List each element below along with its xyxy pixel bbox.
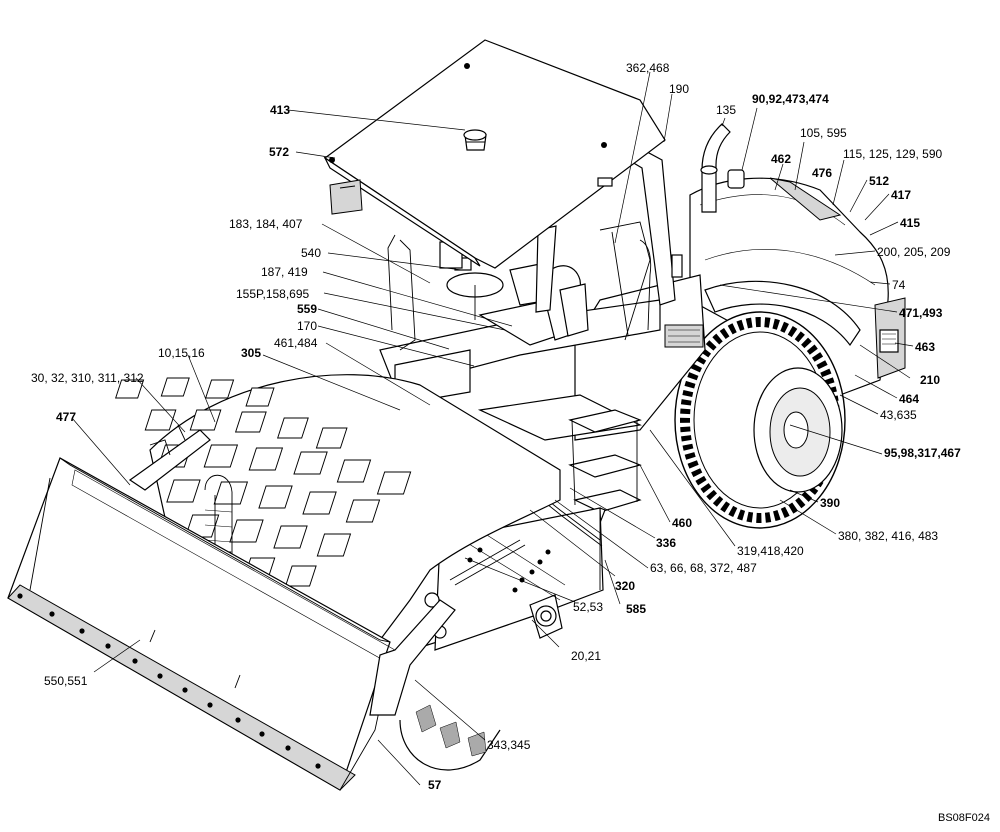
callout-10-15-16: 10,15,16 [158,346,205,360]
callout-572: 572 [269,145,289,159]
callout-471-493: 471,493 [899,306,943,320]
callout-183-184-407: 183, 184, 407 [229,217,303,231]
callout-155p-158-695: 155P,158,695 [236,287,310,301]
callout-43-635: 43,635 [880,408,917,422]
callout-200-205-209: 200, 205, 209 [877,245,951,259]
leader-lines [71,71,914,786]
callout-463: 463 [915,340,935,354]
callout-labels: 413 572 183, 184, 407 540 187, 419 155P,… [31,61,961,792]
compactor-illustration [7,39,906,791]
callout-105-595: 105, 595 [800,126,847,140]
callout-90-92-473-474: 90,92,473,474 [752,92,829,106]
callout-390: 390 [820,496,840,510]
callout-30-32-310-311-312: 30, 32, 310, 311, 312 [31,371,144,385]
callout-190: 190 [669,82,689,96]
callout-170: 170 [297,319,317,333]
callout-57: 57 [428,778,442,792]
callout-512: 512 [869,174,889,188]
callout-63-66-68-372-487: 63, 66, 68, 372, 487 [650,561,757,575]
callout-74: 74 [892,278,906,292]
callout-462: 462 [771,152,791,166]
callout-343-345: 343,345 [487,738,531,752]
callout-585: 585 [626,602,646,616]
callout-415: 415 [900,216,920,230]
callout-464: 464 [899,392,919,406]
callout-413: 413 [270,103,290,117]
callout-319-418-420: 319,418,420 [737,544,804,558]
rear-fender [704,280,861,347]
drawing-code: BS08F024 [938,812,990,824]
callout-52-53: 52,53 [573,600,603,614]
callout-380-382-416-483: 380, 382, 416, 483 [838,529,938,543]
callout-115-125-129-590: 115, 125, 129, 590 [843,147,943,161]
callout-210: 210 [920,373,940,387]
callout-476: 476 [812,166,832,180]
callout-336: 336 [656,536,676,550]
dozer-blade [7,424,456,791]
callout-460: 460 [672,516,692,530]
rear-tire [674,311,846,529]
callout-305: 305 [241,346,261,360]
callout-417: 417 [891,188,911,202]
callout-135: 135 [716,103,736,117]
callout-559: 559 [297,302,317,316]
canopy [323,39,666,269]
callout-461-484: 461,484 [274,336,318,350]
callout-362-468: 362,468 [626,61,670,75]
callout-95-98-317-467: 95,98,317,467 [884,446,961,460]
callout-550-551: 550,551 [44,674,88,688]
callout-540: 540 [301,246,321,260]
callout-320: 320 [615,579,635,593]
callout-20-21: 20,21 [571,649,601,663]
callout-187-419: 187, 419 [261,265,308,279]
callout-477: 477 [56,410,76,424]
